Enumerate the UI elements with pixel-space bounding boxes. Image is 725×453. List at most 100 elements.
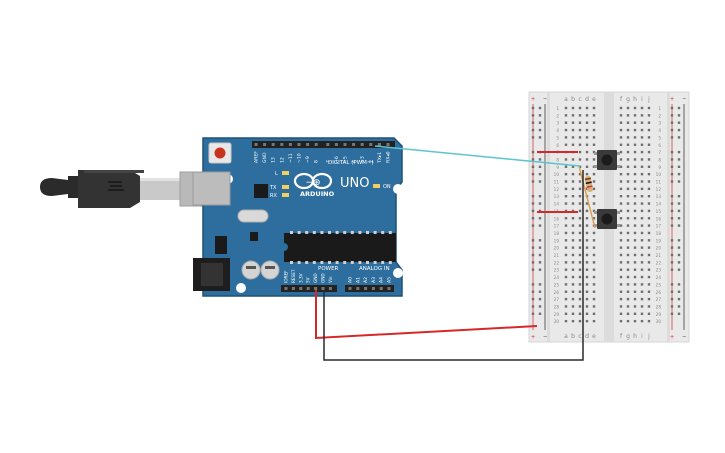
- digital-pin-holes: [254, 143, 390, 146]
- digital-pin-label: ~10: [297, 153, 303, 163]
- analog-pin-label: A1: [355, 277, 361, 283]
- breadboard-column-label: b: [571, 333, 575, 340]
- breadboard-column-label: a: [564, 96, 568, 103]
- breadboard-column-label: f: [620, 96, 623, 103]
- breadboard-column-label: g: [626, 96, 630, 103]
- breadboard-row-label: 3: [658, 121, 661, 126]
- breadboard-holes: [531, 106, 681, 323]
- wire-cyan-signal[interactable]: [374, 145, 581, 167]
- rail-plus-label: +: [670, 334, 674, 341]
- digital-pin-label: AREF: [254, 151, 260, 163]
- digital-pin-label: 13: [271, 157, 277, 163]
- digital-pin-label: RX◂0: [386, 151, 392, 163]
- breadboard-row-label: 9: [556, 165, 559, 170]
- digital-pin-label: 8: [314, 160, 320, 163]
- breadboard-row-label: 25: [554, 282, 560, 287]
- breadboard-column-label: d: [585, 96, 589, 103]
- arduino-logo: −⊕: [293, 172, 333, 190]
- atmega-chip: [284, 231, 396, 264]
- capacitor: [241, 260, 261, 280]
- breadboard-row-label: 13: [656, 194, 662, 199]
- brand-label: ARDUINO: [300, 190, 335, 198]
- crystal: [237, 209, 269, 223]
- wire-red-5v[interactable]: [315, 290, 538, 340]
- breadboard-column-label: j: [647, 333, 650, 340]
- power-pin-label: Vin: [328, 276, 333, 283]
- breadboard-row-label: 1: [658, 106, 661, 111]
- wire-black-gnd[interactable]: [323, 170, 584, 361]
- breadboard-row-label: 27: [554, 297, 560, 302]
- logo-symbol: −⊕: [305, 178, 320, 188]
- breadboard-column-label: h: [633, 333, 637, 340]
- breadboard-row-label: 17: [554, 224, 560, 229]
- resistor[interactable]: [578, 165, 596, 229]
- breadboard-row-label: 17: [656, 224, 662, 229]
- led-tx: TX: [269, 185, 289, 191]
- digital-pin-label: ~6: [334, 156, 340, 163]
- power-label: POWER: [318, 266, 339, 272]
- power-pin-label: RESET: [291, 269, 296, 283]
- digital-pin-label: ~5: [343, 156, 349, 163]
- rail-plus-label: +: [670, 96, 674, 103]
- breadboard-row-label: 14: [554, 202, 560, 207]
- breadboard-row-label: 30: [656, 319, 662, 324]
- breadboard-row-label: 2: [658, 113, 661, 118]
- push-button[interactable]: [594, 150, 620, 170]
- breadboard-row-label: 28: [554, 304, 560, 309]
- rail-plus-label: +: [531, 96, 535, 103]
- power-pin-label: GND: [321, 273, 326, 283]
- breadboard-row-label: 26: [554, 290, 560, 295]
- breadboard-row-label: 12: [554, 187, 560, 192]
- breadboard-row-label: 7: [658, 150, 661, 155]
- rail-minus-label: −: [543, 334, 547, 341]
- breadboard-column-label: g: [626, 333, 630, 340]
- power-pin-label: 5V: [306, 277, 311, 283]
- breadboard-row-label: 30: [554, 319, 560, 324]
- breadboard-row-label: 23: [656, 268, 662, 273]
- breadboard-column-label: d: [585, 333, 589, 340]
- breadboard-row-label: 15: [656, 209, 662, 214]
- breadboard-column-label: e: [592, 333, 596, 340]
- digital-pin-label: ~9: [305, 156, 311, 163]
- breadboard-row-label: 16: [656, 216, 662, 221]
- breadboard-row-label: 24: [656, 275, 662, 280]
- breadboard-column-label: f: [620, 333, 623, 340]
- usb-controller-chip: [254, 184, 268, 198]
- usb-symbol-icon: [108, 181, 124, 191]
- breadboard-column-label: j: [647, 96, 650, 103]
- digital-header[interactable]: [252, 141, 395, 148]
- push-button[interactable]: [594, 209, 620, 229]
- analog-pin-label: A0: [348, 277, 354, 283]
- breadboard-column-label: a: [564, 333, 568, 340]
- breadboard-row-label: 9: [658, 165, 661, 170]
- breadboard-column-label: b: [571, 96, 575, 103]
- breadboard-row-label: 29: [554, 312, 560, 317]
- digital-pin-label: 4: [351, 160, 357, 163]
- breadboard-row-label: 29: [656, 312, 662, 317]
- analog-pin-label: A5: [387, 277, 393, 283]
- power-pin-label: 3.3V: [298, 273, 303, 283]
- analog-pin-label: A3: [371, 277, 377, 283]
- analog-label: ANALOG IN: [359, 266, 390, 272]
- breadboard-row-label: 21: [554, 253, 560, 258]
- rail-minus-label: −: [682, 334, 686, 341]
- led-l: L: [275, 171, 289, 177]
- breadboard-row-label: 19: [656, 238, 662, 243]
- rail-minus-label: −: [682, 96, 686, 103]
- svg-text:ON: ON: [383, 184, 391, 190]
- mount-hole: [236, 283, 246, 293]
- reset-button[interactable]: [208, 142, 232, 164]
- breadboard-row-label: 1: [556, 106, 559, 111]
- breadboard-row-label: 18: [554, 231, 560, 236]
- breadboard-row-label: 27: [656, 297, 662, 302]
- breadboard-row-label: 16: [554, 216, 560, 221]
- breadboard-column-label: c: [578, 96, 581, 103]
- breadboard-row-label: 22: [554, 260, 560, 265]
- analog-header[interactable]: [345, 285, 394, 292]
- breadboard-row-label: 12: [656, 187, 662, 192]
- breadboard-row-label: 11: [656, 180, 662, 185]
- power-pin-label: GND: [313, 273, 318, 283]
